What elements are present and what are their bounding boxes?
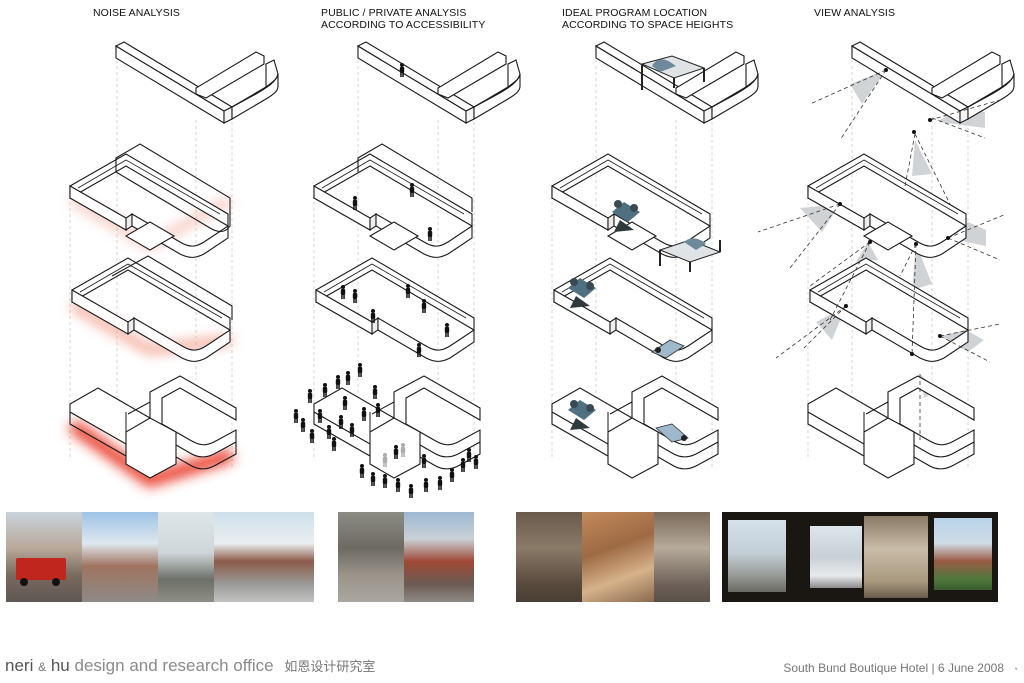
title-line-1: NOISE ANALYSIS <box>93 7 180 19</box>
floor-slab-2 <box>553 257 713 362</box>
photo <box>214 512 314 602</box>
chair-icon <box>612 200 640 232</box>
photo <box>338 512 404 602</box>
title-line-2: ACCORDING TO SPACE HEIGHTS <box>562 19 734 31</box>
bed-icon <box>658 238 722 272</box>
chair-icon <box>568 400 596 430</box>
photo <box>82 512 158 602</box>
title-line-2: ACCORDING TO ACCESSIBILITY <box>321 19 486 31</box>
photo-strip-view <box>722 512 998 602</box>
firm-chinese-name: 如恩设计研究室 <box>284 659 376 674</box>
firm-tagline: design and research office <box>74 656 274 675</box>
view-eye-icon <box>838 68 950 356</box>
column-title-view: VIEW ANALYSIS <box>814 7 895 19</box>
photo-strip-access <box>338 512 474 602</box>
photo <box>404 512 474 602</box>
photo-strip-program <box>516 512 710 602</box>
bed-icon <box>640 55 706 90</box>
view-column <box>757 41 1015 479</box>
firm-name-2: hu <box>50 656 70 675</box>
bathtub-icon <box>655 423 689 443</box>
photo <box>654 512 710 602</box>
column-title-public-private: PUBLIC / PRIVATE ANALYSIS ACCORDING TO A… <box>321 7 485 31</box>
firm-name: neri <box>5 656 34 675</box>
column-title-program: IDEAL PROGRAM LOCATION ACCORDING TO SPAC… <box>562 7 733 31</box>
photo <box>158 512 214 602</box>
public-private-column <box>293 41 521 498</box>
floor-slab-4 <box>595 41 759 124</box>
photo <box>516 512 582 602</box>
program-column <box>551 41 759 479</box>
photo <box>582 512 654 602</box>
noise-column <box>67 41 279 488</box>
project-info: South Bund Boutique Hotel | 6 June 2008 <box>783 661 1004 675</box>
column-title-noise: NOISE ANALYSIS <box>93 7 180 19</box>
floor-slab-2 <box>809 257 969 362</box>
floor-slab-4 <box>357 41 521 124</box>
chair-icon <box>568 278 596 308</box>
photo <box>722 512 998 602</box>
title-line-1: PUBLIC / PRIVATE ANALYSIS <box>321 7 467 19</box>
floor-slab-4 <box>115 41 279 124</box>
title-line-1: VIEW ANALYSIS <box>814 7 896 19</box>
view-lines <box>757 69 1007 440</box>
bathtub-icon <box>651 339 685 359</box>
firm-amp: & <box>38 660 47 674</box>
photo-strip-noise <box>6 512 314 602</box>
title-line-1: IDEAL PROGRAM LOCATION <box>562 7 708 19</box>
page-mark-icon: ◔ <box>1012 664 1018 674</box>
photo <box>6 512 82 602</box>
floor-slab-2 <box>315 257 475 362</box>
firm-logo: neri & hu design and research office 如恩设… <box>5 656 375 676</box>
